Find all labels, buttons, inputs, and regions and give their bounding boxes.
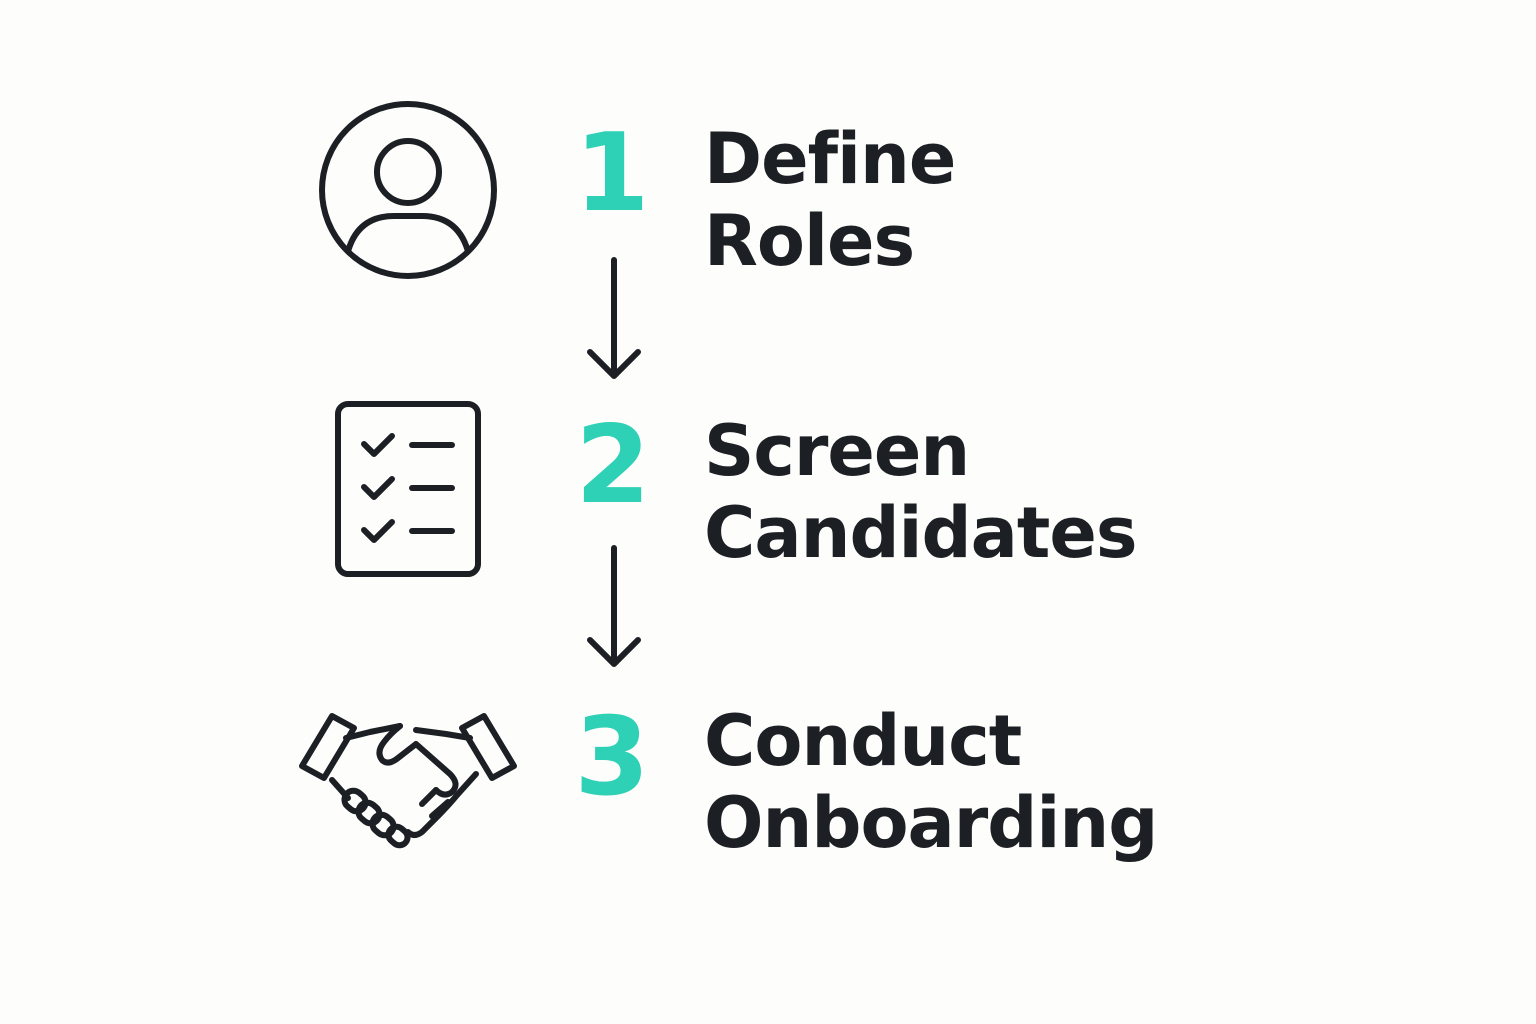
step-label-3-line-2: Onboarding <box>704 782 1158 864</box>
step-label-1: Define Roles <box>704 118 956 282</box>
step-number-3: 3 <box>574 695 650 820</box>
step-label-1-line-1: Define <box>704 118 956 200</box>
checklist-icon <box>334 400 482 578</box>
step-label-2-line-1: Screen <box>704 410 970 492</box>
arrow-down-icon <box>584 544 644 670</box>
step-label-2-line-2: Candidates <box>704 492 1137 574</box>
user-profile-icon <box>318 100 498 280</box>
step-label-2: Screen Candidates <box>704 410 1137 574</box>
arrow-down-icon <box>584 256 644 382</box>
handshake-icon <box>298 708 518 858</box>
step-number-2: 2 <box>575 403 651 528</box>
step-label-1-line-2: Roles <box>704 200 915 282</box>
step-label-3: Conduct Onboarding <box>704 700 1158 864</box>
step-label-3-line-1: Conduct <box>704 700 1022 782</box>
step-number-1: 1 <box>574 111 650 236</box>
